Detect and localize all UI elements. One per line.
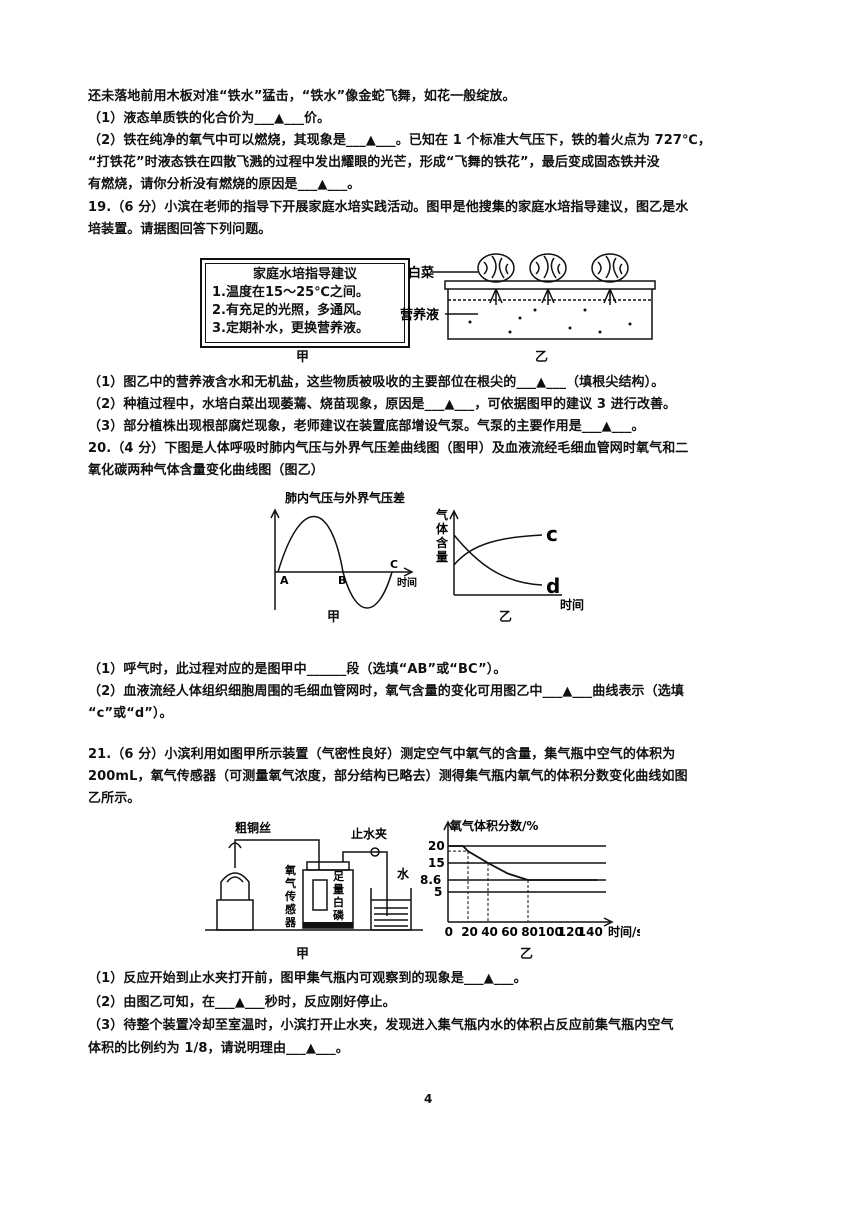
y-tick-label: 5	[434, 885, 442, 899]
point-c: C	[390, 558, 398, 571]
question-20-2: （2）血液流经人体组织细胞周围的毛细血管网时，氧气含量的变化可用图乙中___▲_…	[88, 684, 684, 699]
advice-item: 2.有充足的光照，多通风。	[212, 303, 369, 318]
x-tick-label: 100	[538, 925, 563, 939]
phosphorus-label-char: 磷	[333, 908, 345, 922]
question-20: 20.（4 分）下图是人体呼吸时肺内气压与外界气压差曲线图（图甲）及血液流经毛细…	[88, 441, 689, 456]
x-tick-label: 120	[558, 925, 583, 939]
sensor-label-char: 氧	[284, 863, 296, 877]
question-20-1: （1）呼气时，此过程对应的是图甲中______段（选填“AB”或“BC”）。	[88, 662, 507, 677]
y-label-char: 量	[436, 550, 448, 564]
oxygen-curve	[448, 845, 529, 881]
x-tick-label: 20	[461, 925, 478, 939]
x-tick-label: 80	[521, 925, 538, 939]
x-axis-label: 时间	[560, 597, 584, 612]
pressure-difference-chart: 肺内气压与外界气压差 A B C 时间	[270, 490, 417, 610]
question-18-1: （1）液态单质铁的化合价为___▲___价。	[88, 111, 331, 126]
figure-caption-jia: 甲	[296, 947, 310, 962]
phosphorus-label-char: 白	[333, 895, 344, 909]
sensor-label-char: 传	[284, 889, 296, 903]
text-line: 体积的比例约为 1/8，请说明理由___▲___。	[88, 1041, 349, 1056]
label-water: 水	[397, 866, 410, 881]
text-line: 有燃烧，请你分析没有燃烧的原因是___▲___。	[88, 177, 361, 192]
sensor-label-char: 器	[284, 916, 297, 929]
sensor-label-char: 气	[284, 876, 296, 890]
x-axis-label: 时间/s	[608, 924, 640, 939]
curve-d-label: d	[546, 574, 560, 598]
text-line: 培装置。请据图回答下列问题。	[88, 222, 272, 237]
chart-title: 肺内气压与外界气压差	[285, 490, 405, 505]
y-tick-label: 20	[428, 839, 445, 853]
phosphorus-label-char: 足	[333, 870, 345, 883]
label-copper-wire: 粗铜丝	[235, 820, 271, 835]
question-19-2: （2）种植过程中，水培白菜出现萎蔫、烧苗现象，原因是___▲___，可依据图甲的…	[88, 397, 677, 412]
figure-caption-yi: 乙	[520, 947, 534, 962]
label-clamp: 止水夹	[351, 826, 387, 841]
y-label-char: 气	[435, 507, 448, 522]
question-21-3: （3）待整个装置冷却至室温时，小滨打开止水夹，发现进入集气瓶内水的体积占反应前集…	[88, 1018, 674, 1033]
text-line: 氧化碳两种气体含量变化曲线图（图乙）	[88, 463, 324, 478]
y-label-char: 含	[436, 535, 449, 550]
x-tick-label: 60	[501, 925, 518, 939]
question-21-2: （2）由图乙可知，在___▲___秒时，反应刚好停止。	[88, 995, 396, 1010]
page-number: 4	[424, 1092, 433, 1106]
point-b: B	[338, 574, 346, 587]
y-label-char: 体	[436, 521, 449, 536]
y-axis-label: 氧气体积分数/%	[449, 818, 538, 833]
question-21-1: （1）反应开始到止水夹打开前，图甲集气瓶内可观察到的现象是___▲___。	[88, 971, 527, 986]
label-cabbage: 白菜	[408, 265, 434, 281]
oxygen-measurement-apparatus: 粗铜丝 止水夹 水 氧 气 传 感 器 足 量 白 磷	[205, 820, 423, 931]
x-tick-label: 40	[481, 925, 498, 939]
figure-caption-jia: 甲	[296, 350, 310, 365]
y-tick-label: 8.6	[420, 873, 441, 887]
question-19-3: （3）部分植株出现根部腐烂现象，老师建议在装置底部增设气泵。气泵的主要作用是__…	[88, 419, 645, 434]
text-line: “打铁花”时液态铁在四散飞溅的过程中发出耀眼的光芒，形成“飞舞的铁花”，最后变成…	[88, 155, 660, 170]
question-19-1: （1）图乙中的营养液含水和无机盐，这些物质被吸收的主要部位在根尖的___▲___…	[88, 375, 665, 390]
phosphorus-label-char: 量	[333, 883, 344, 896]
text-line: 还未落地前用木板对准“铁水”猛击，“铁水”像金蛇飞舞，如花一般绽放。	[88, 89, 516, 104]
text-line: 200mL，氧气传感器（可测量氧气浓度，部分结构已略去）测得集气瓶内氧气的体积分…	[88, 769, 688, 784]
figure-caption-yi: 乙	[535, 350, 549, 365]
point-a: A	[280, 574, 289, 587]
question-19: 19.（6 分）小滨在老师的指导下开展家庭水培实践活动。图甲是他搜集的家庭水培指…	[88, 200, 689, 215]
box-title: 家庭水培指导建议	[252, 267, 357, 282]
hydroponics-advice-box: 家庭水培指导建议 1.温度在15～25℃之间。 2.有充足的光照，多通风。 3.…	[200, 258, 410, 348]
x-tick-label: 140	[578, 925, 603, 939]
question-18-2: （2）铁在纯净的氧气中可以燃烧，其现象是___▲___。已知在 1 个标准大气压…	[88, 133, 711, 148]
sensor-label-char: 感	[285, 902, 296, 916]
question-21: 21.（6 分）小滨利用如图甲所示装置（气密性良好）测定空气中氧气的含量，集气瓶…	[88, 747, 676, 762]
text-line: 乙所示。	[88, 791, 141, 806]
advice-item: 1.温度在15～25℃之间。	[212, 285, 369, 300]
curve-c-label: c	[546, 522, 558, 546]
y-tick-label: 15	[428, 856, 445, 870]
label-nutrient-solution: 营养液	[400, 307, 439, 323]
advice-item: 3.定期补水，更换营养液。	[212, 321, 369, 336]
hydroponic-device-diagram: 白菜 营养液	[400, 253, 656, 340]
x-tick-label: 0	[445, 925, 453, 939]
figure-caption-jia: 甲	[327, 610, 341, 625]
text-line: “c”或“d”）。	[88, 706, 173, 721]
x-axis-label: 时间	[397, 576, 417, 589]
gas-content-chart: 气 体 含 量 c d 时间	[435, 507, 584, 612]
figure-caption-yi: 乙	[499, 610, 513, 625]
